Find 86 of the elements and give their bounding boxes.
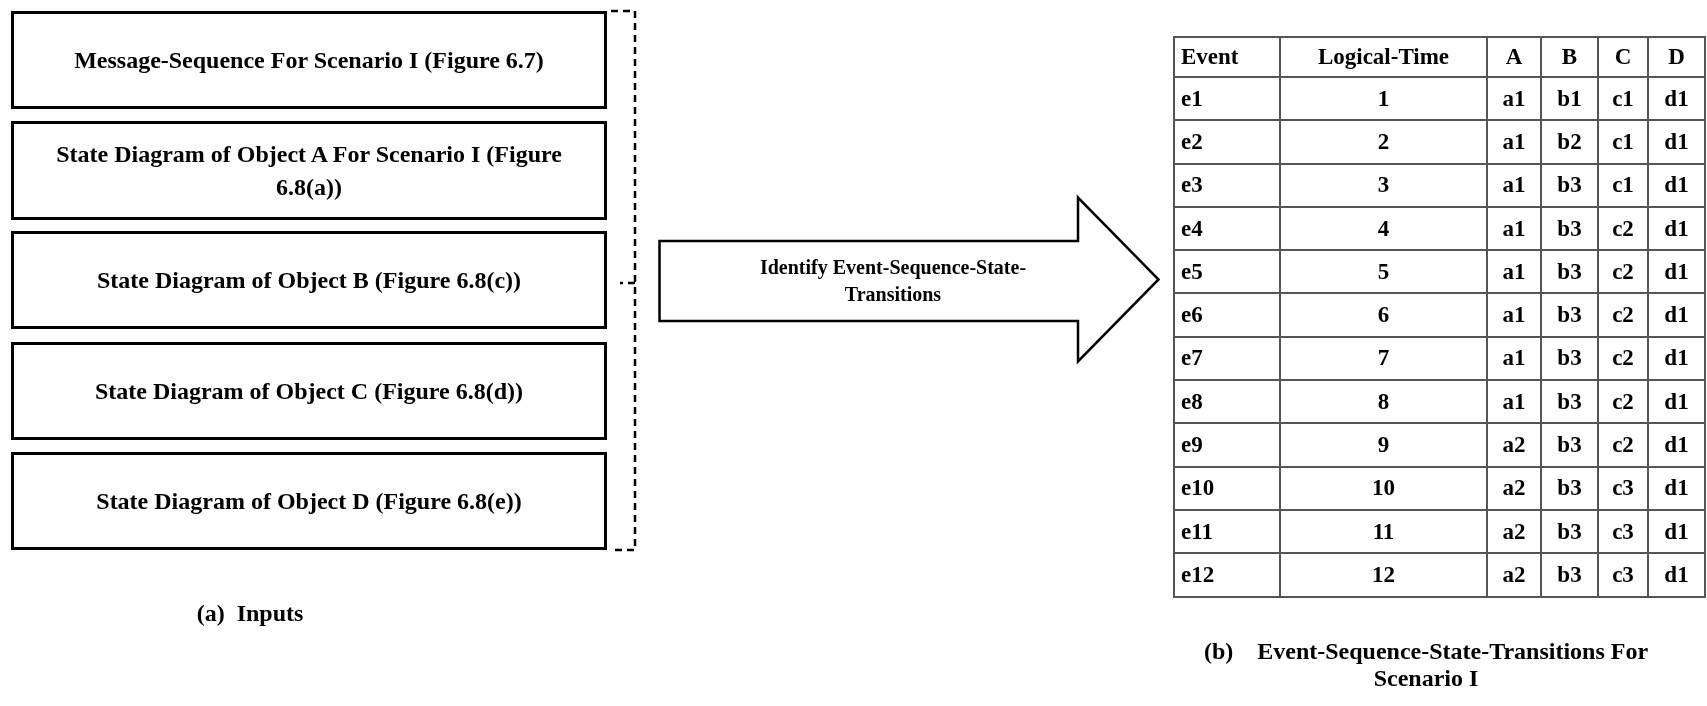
arrow-text: Identify Event-Sequence-State-Transitions — [758, 255, 1028, 307]
table-cell: a1 — [1487, 206, 1541, 251]
table-cell: a2 — [1487, 423, 1541, 467]
table-cell: c1 — [1598, 77, 1648, 121]
table-cell: 8 — [1280, 380, 1487, 424]
table-cell: c2 — [1598, 380, 1648, 424]
input-box: Message-Sequence For Scenario I (Figure 6.7) — [11, 11, 607, 109]
table-cell: d1 — [1648, 553, 1705, 597]
table-cell: e11 — [1174, 509, 1280, 554]
table-cell: e1 — [1174, 77, 1280, 121]
header-cell: B — [1541, 37, 1598, 77]
table-cell: d1 — [1648, 293, 1705, 337]
table-cell: b3 — [1541, 553, 1598, 597]
input-box: State Diagram of Object B (Figure 6.8(c)) — [11, 231, 607, 329]
table-cell: c1 — [1598, 163, 1648, 207]
table-cell: c3 — [1598, 553, 1648, 597]
table-cell: d1 — [1648, 509, 1705, 554]
table-cell: d1 — [1648, 163, 1705, 207]
table-cell: a1 — [1487, 336, 1541, 381]
table-cell: d1 — [1648, 206, 1705, 251]
table-cell: c2 — [1598, 293, 1648, 337]
table-cell: d1 — [1648, 423, 1705, 467]
table-cell: d1 — [1648, 380, 1705, 424]
caption: (b) Event-Sequence-State-Transitions For Scenario I — [1202, 638, 1650, 692]
table-cell: a2 — [1487, 466, 1541, 510]
table-cell: a2 — [1487, 553, 1541, 597]
table-cell: b3 — [1541, 466, 1598, 510]
table-cell: a1 — [1487, 120, 1541, 164]
table-cell: 1 — [1280, 77, 1487, 121]
table-cell: e5 — [1174, 250, 1280, 294]
header-cell: D — [1648, 37, 1705, 77]
table-cell: b3 — [1541, 423, 1598, 467]
table-cell: d1 — [1648, 250, 1705, 294]
table-cell: e2 — [1174, 120, 1280, 164]
table-cell: b2 — [1541, 120, 1598, 164]
table-cell: 12 — [1280, 553, 1487, 597]
table-cell: e7 — [1174, 336, 1280, 381]
table-cell: b3 — [1541, 250, 1598, 294]
input-box: State Diagram of Object C (Figure 6.8(d)) — [11, 342, 607, 440]
table-cell: e10 — [1174, 466, 1280, 510]
table-cell: b1 — [1541, 77, 1598, 121]
table-cell: a1 — [1487, 77, 1541, 121]
table-cell: 3 — [1280, 163, 1487, 207]
table-cell: e12 — [1174, 553, 1280, 597]
table-cell: c2 — [1598, 423, 1648, 467]
table-cell: e3 — [1174, 163, 1280, 207]
header-cell: C — [1598, 37, 1648, 77]
table-cell: 11 — [1280, 509, 1487, 554]
table-cell: b3 — [1541, 509, 1598, 554]
table-cell: b3 — [1541, 163, 1598, 207]
table-cell: e6 — [1174, 293, 1280, 337]
table-cell: d1 — [1648, 120, 1705, 164]
table-cell: c1 — [1598, 120, 1648, 164]
table-cell: a1 — [1487, 380, 1541, 424]
caption: (a) Inputs — [195, 600, 305, 627]
table-cell: c3 — [1598, 466, 1648, 510]
header-cell: Event — [1174, 37, 1280, 77]
table-cell: 4 — [1280, 206, 1487, 251]
table-cell: d1 — [1648, 466, 1705, 510]
input-box: State Diagram of Object D (Figure 6.8(e)) — [11, 452, 607, 550]
table-cell: d1 — [1648, 77, 1705, 121]
table-cell: 9 — [1280, 423, 1487, 467]
table-cell: a1 — [1487, 250, 1541, 294]
table-cell: e9 — [1174, 423, 1280, 467]
table-cell: d1 — [1648, 336, 1705, 381]
table-cell: a1 — [1487, 293, 1541, 337]
table-cell: 7 — [1280, 336, 1487, 381]
table-cell: c3 — [1598, 509, 1648, 554]
table-cell: 6 — [1280, 293, 1487, 337]
table-cell: b3 — [1541, 336, 1598, 381]
table-cell: 10 — [1280, 466, 1487, 510]
header-cell: A — [1487, 37, 1541, 77]
table-cell: c2 — [1598, 206, 1648, 251]
table-cell: c2 — [1598, 250, 1648, 294]
table-cell: 5 — [1280, 250, 1487, 294]
table-cell: e4 — [1174, 206, 1280, 251]
input-box: State Diagram of Object A For Scenario I (Figure 6.8(a)) — [11, 121, 607, 220]
table-cell: b3 — [1541, 293, 1598, 337]
table-cell: 2 — [1280, 120, 1487, 164]
table-cell: b3 — [1541, 380, 1598, 424]
table-cell: e8 — [1174, 380, 1280, 424]
header-cell: Logical-Time — [1280, 37, 1487, 77]
table-cell: c2 — [1598, 336, 1648, 381]
table-cell: b3 — [1541, 206, 1598, 251]
table-cell: a1 — [1487, 163, 1541, 207]
table-cell: a2 — [1487, 509, 1541, 554]
